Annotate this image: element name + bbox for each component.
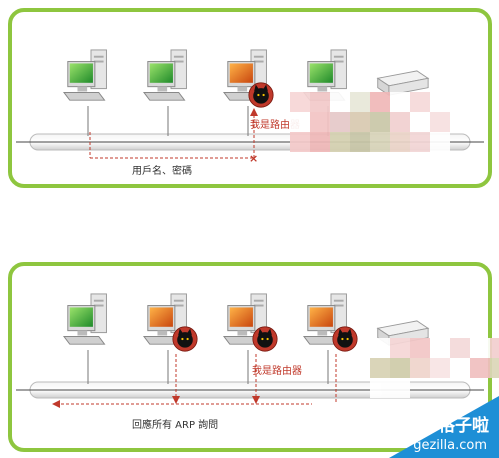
router-claim-label: 我是路由器 xyxy=(250,120,300,131)
attacker-cat-icon xyxy=(172,326,198,352)
network-diagram-bottom xyxy=(16,293,484,408)
watermark-background xyxy=(389,396,499,458)
computer-icon xyxy=(63,293,107,345)
attacker-cat-icon xyxy=(248,82,274,108)
site-watermark: 格子啦 gezilla.com xyxy=(389,396,499,458)
computer-icon xyxy=(63,49,107,101)
credentials-label: 用戶名、密碼 xyxy=(132,166,192,177)
svg-text:×: × xyxy=(249,152,258,165)
pixelation-mosaic xyxy=(370,338,499,398)
pixelation-mosaic xyxy=(290,92,450,152)
hijacked-traffic-path: × xyxy=(89,108,258,165)
computer-icon xyxy=(143,49,187,101)
watermark-domain: gezilla.com xyxy=(413,438,487,453)
arp-reply-paths xyxy=(52,354,337,408)
attacker-cat-icon xyxy=(252,326,278,352)
router-claim-label: 我是路由器 xyxy=(252,366,302,377)
arp-reply-label: 回應所有 ARP 詢問 xyxy=(132,420,219,431)
attacker-cat-icon xyxy=(332,326,358,352)
watermark-brand: 格子啦 xyxy=(438,416,489,436)
